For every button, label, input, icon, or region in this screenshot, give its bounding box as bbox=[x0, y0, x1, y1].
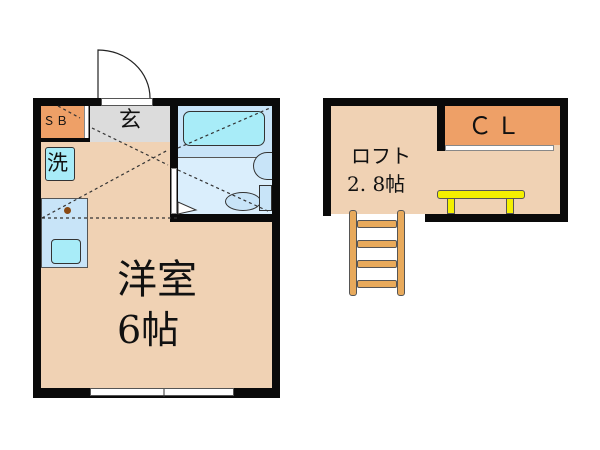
closet-label: ＣＬ bbox=[468, 112, 524, 140]
western-room-label: 洋室 bbox=[117, 257, 197, 303]
bath-door bbox=[171, 168, 177, 214]
ladder-icon bbox=[349, 210, 405, 296]
storage-sb bbox=[41, 106, 85, 138]
entrance-label: 玄 bbox=[119, 108, 142, 133]
loft-opening bbox=[323, 214, 425, 222]
bench-leg-right bbox=[506, 198, 514, 214]
loft-wall-left bbox=[323, 98, 331, 216]
loft-unit: ＣＬ ロフト 2. 8帖 bbox=[323, 98, 568, 222]
washer-label: 洗 bbox=[47, 151, 68, 175]
entrance bbox=[90, 106, 170, 142]
stove-burner-icon bbox=[64, 207, 71, 214]
loft-label: ロフト bbox=[351, 144, 411, 168]
ladder-rail-right bbox=[397, 210, 405, 296]
main-unit: ＳＢ 玄 洗 洋室 6帖 bbox=[33, 98, 280, 398]
closet-door bbox=[445, 145, 554, 151]
ladder-rung bbox=[357, 220, 397, 228]
sb-label: ＳＢ bbox=[43, 114, 70, 128]
closet bbox=[445, 106, 560, 145]
bench-top bbox=[437, 190, 525, 199]
western-room-size: 6帖 bbox=[117, 308, 180, 352]
ladder-rung bbox=[357, 280, 397, 288]
ladder-rail-left bbox=[349, 210, 357, 296]
closet-wall bbox=[437, 106, 445, 151]
bench-leg-left bbox=[447, 198, 455, 214]
kitchen-sink-icon bbox=[51, 239, 81, 264]
ladder-rung bbox=[357, 260, 397, 268]
window bbox=[90, 388, 234, 396]
washer-space bbox=[45, 147, 75, 181]
entrance-door-gap bbox=[101, 98, 153, 106]
loft-size: 2. 8帖 bbox=[347, 172, 406, 196]
sb-door-rail bbox=[84, 106, 89, 138]
sink-icon bbox=[253, 152, 272, 180]
wall-bath bbox=[170, 98, 178, 222]
ladder-rung bbox=[357, 240, 397, 248]
wall-bath-bottom bbox=[170, 214, 280, 222]
